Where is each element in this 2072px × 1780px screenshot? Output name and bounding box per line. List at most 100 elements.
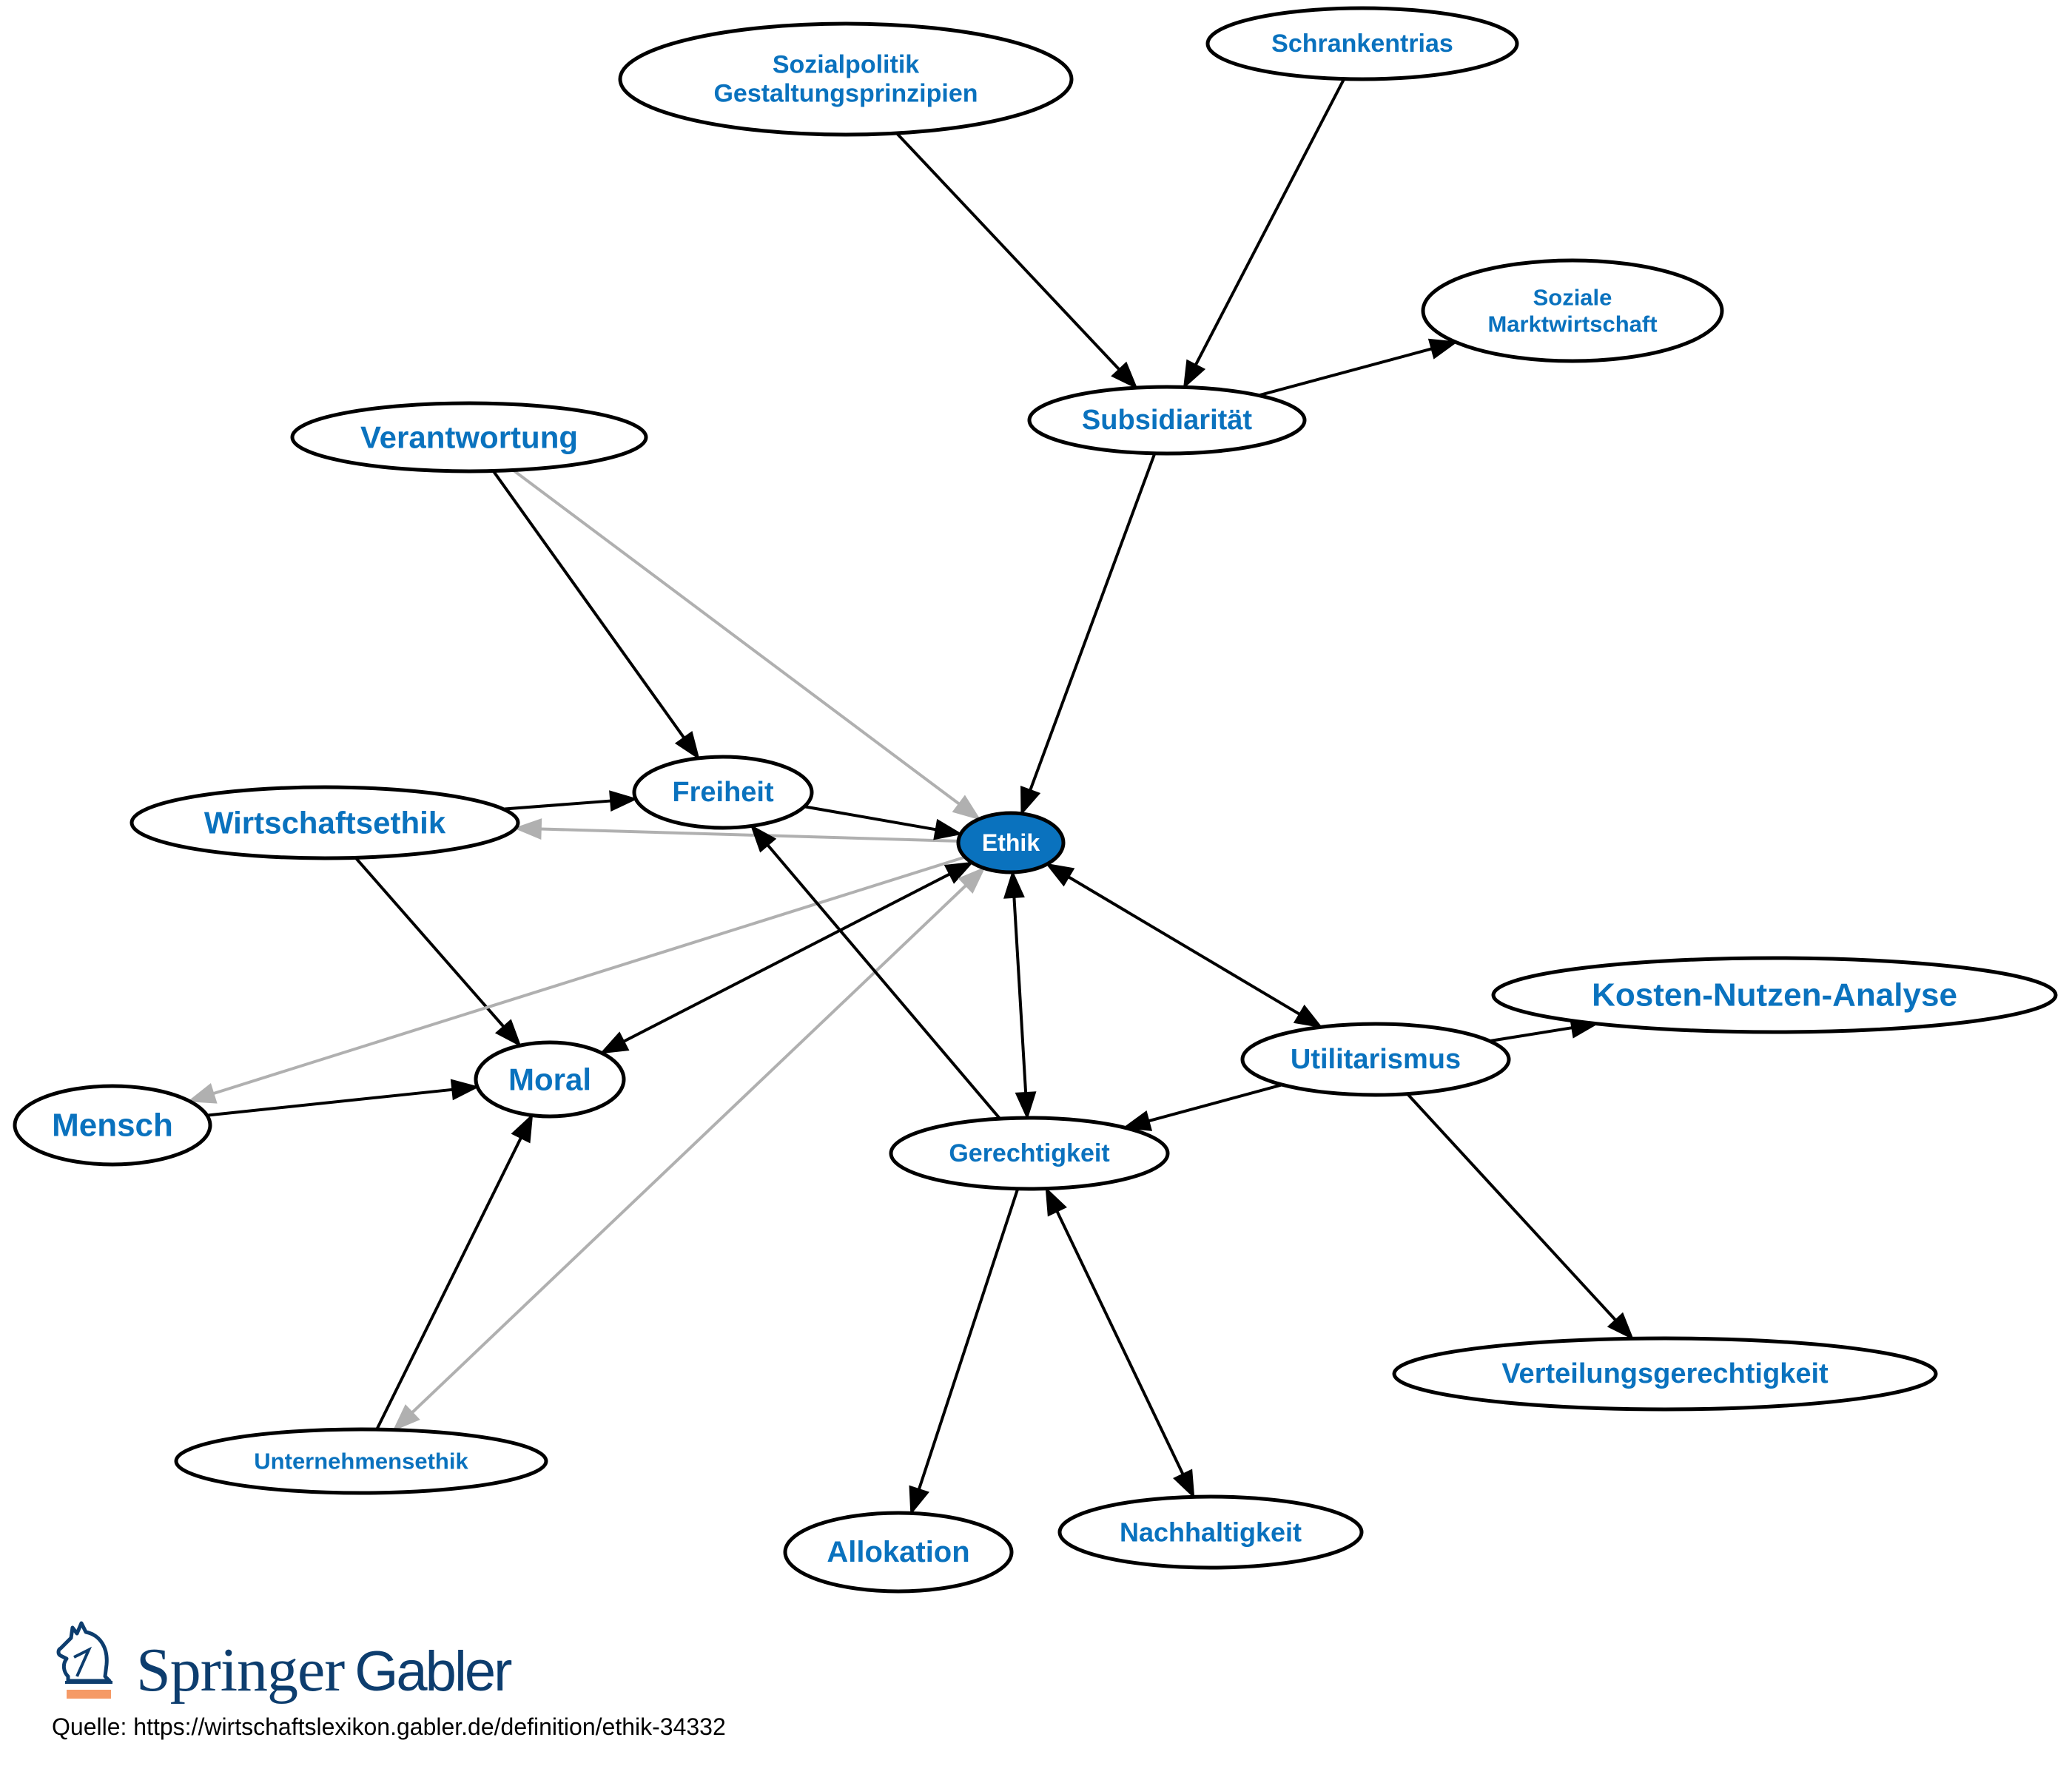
node-ethik[interactable]: Ethik [956, 811, 1066, 874]
node-ellipse[interactable] [618, 21, 1074, 137]
edge-mensch-to-moral [206, 1079, 480, 1117]
edge-ethik-to-moral [599, 861, 975, 1054]
arrowhead [511, 1113, 534, 1144]
node-label[interactable]: Verteilungsgerechtigkeit [1501, 1358, 1829, 1389]
node-ellipse[interactable] [1240, 1022, 1511, 1097]
edge-sozialpolitik-to-subsidiaritaet [895, 132, 1138, 390]
node-label[interactable]: Allokation [827, 1536, 969, 1568]
node-label[interactable]: Soziale [1533, 285, 1612, 311]
arrowhead [1427, 338, 1459, 360]
edge-line [1012, 897, 1028, 1093]
edges-layer [187, 78, 1635, 1515]
arrowhead [599, 1031, 630, 1054]
node-subsidiaritaet[interactable]: Subsidiarität [1027, 385, 1307, 456]
node-mensch[interactable]: Mensch [13, 1084, 212, 1167]
node-label[interactable]: Freiheit [672, 777, 774, 808]
arrowhead [952, 795, 981, 820]
node-ellipse[interactable] [632, 755, 814, 830]
node-label[interactable]: Kosten-Nutzen-Analyse [1592, 977, 1957, 1014]
node-verantwortung[interactable]: Verantwortung [290, 401, 648, 473]
node-label[interactable]: Ethik [982, 829, 1040, 856]
arrowhead [1293, 1004, 1323, 1028]
arrowhead [1020, 785, 1041, 816]
node-ellipse[interactable] [1421, 258, 1724, 363]
node-label[interactable]: Marktwirtschaft [1487, 311, 1657, 337]
node-ellipse[interactable] [889, 1116, 1170, 1191]
edge-line [540, 827, 959, 843]
node-wirtschaftsethik[interactable]: Wirtschaftsethik [130, 785, 520, 860]
node-freiheit[interactable]: Freiheit [632, 755, 814, 830]
node-ellipse[interactable] [130, 785, 520, 860]
edge-subsidiaritaet-to-soziale-marktwirtschaft [1258, 338, 1459, 397]
arrowhead [944, 861, 975, 884]
node-label[interactable]: Unternehmensethik [254, 1449, 468, 1474]
node-nachhaltigkeit[interactable]: Nachhaltigkeit [1057, 1494, 1364, 1570]
node-ellipse[interactable] [1392, 1336, 1938, 1412]
arrowhead [958, 866, 986, 894]
node-ellipse[interactable] [13, 1084, 212, 1167]
edge-verantwortung-to-freiheit [491, 470, 700, 761]
node-label[interactable]: Mensch [52, 1108, 173, 1144]
edge-utilitarismus-to-gerechtigkeit [1122, 1083, 1283, 1131]
edge-utilitarismus-to-verteilungsgerechtigkeit [1406, 1093, 1635, 1341]
node-unternehmensethik[interactable]: Unternehmensethik [174, 1427, 548, 1495]
node-label[interactable]: Gerechtigkeit [949, 1139, 1109, 1167]
edge-ethik-to-unternehmensethik [392, 866, 986, 1432]
edge-line [1258, 347, 1433, 397]
edge-line [767, 844, 1001, 1120]
edge-line [804, 805, 937, 832]
edge-verantwortung-to-ethik [512, 468, 981, 820]
edge-line [895, 132, 1120, 371]
node-label[interactable]: Moral [508, 1062, 591, 1097]
node-ellipse[interactable] [1205, 6, 1519, 81]
edge-line [1194, 78, 1346, 366]
edge-line [1148, 1083, 1283, 1123]
edge-gerechtigkeit-to-nachhaltigkeit [1045, 1187, 1195, 1499]
edge-line [1406, 1093, 1617, 1321]
logo-gabler: Gabler [354, 1640, 512, 1703]
node-ellipse[interactable] [1057, 1494, 1364, 1570]
edge-ethik-to-utilitarismus [1045, 863, 1323, 1028]
arrowhead [1122, 1110, 1153, 1131]
edge-line [1068, 875, 1301, 1016]
node-ellipse[interactable] [956, 811, 1066, 874]
node-label[interactable]: Nachhaltigkeit [1120, 1517, 1302, 1548]
node-label[interactable]: Sozialpolitik [773, 50, 919, 78]
edge-wirtschaftsethik-to-moral [354, 857, 522, 1048]
node-label[interactable]: Schrankentrias [1271, 30, 1453, 58]
node-moral[interactable]: Moral [474, 1040, 626, 1119]
node-verteilungsgerechtigkeit[interactable]: Verteilungsgerechtigkeit [1392, 1336, 1938, 1412]
edge-line [623, 872, 951, 1043]
logo-springer: Springer [136, 1636, 345, 1705]
node-ellipse[interactable] [1491, 956, 2058, 1034]
arrowhead [1111, 361, 1138, 390]
arrowhead [450, 1079, 480, 1101]
arrowhead [933, 818, 963, 840]
node-label[interactable]: Utilitarismus [1291, 1044, 1461, 1075]
edge-line [1029, 453, 1157, 791]
node-utilitarismus[interactable]: Utilitarismus [1240, 1022, 1511, 1097]
edge-line [502, 799, 611, 811]
node-ellipse[interactable] [783, 1511, 1014, 1594]
node-gerechtigkeit[interactable]: Gerechtigkeit [889, 1116, 1170, 1191]
arrowhead [1045, 863, 1075, 887]
arrowhead [909, 1485, 929, 1515]
node-label[interactable]: Subsidiarität [1082, 405, 1252, 436]
node-label[interactable]: Gestaltungsprinzipien [713, 80, 978, 108]
node-ellipse[interactable] [1027, 385, 1307, 456]
node-ellipse[interactable] [290, 401, 648, 473]
node-label[interactable]: Wirtschaftsethik [204, 806, 446, 840]
node-schrankentrias[interactable]: Schrankentrias [1205, 6, 1519, 81]
arrowhead [609, 790, 638, 812]
node-label[interactable]: Verantwortung [360, 420, 578, 455]
knight-chess-horse-icon [56, 1621, 112, 1699]
node-allokation[interactable]: Allokation [783, 1511, 1014, 1594]
node-ellipse[interactable] [174, 1427, 548, 1495]
node-ellipse[interactable] [474, 1040, 626, 1119]
node-kosten-nutzen-analyse[interactable]: Kosten-Nutzen-Analyse [1491, 956, 2058, 1034]
edge-line [491, 470, 685, 739]
